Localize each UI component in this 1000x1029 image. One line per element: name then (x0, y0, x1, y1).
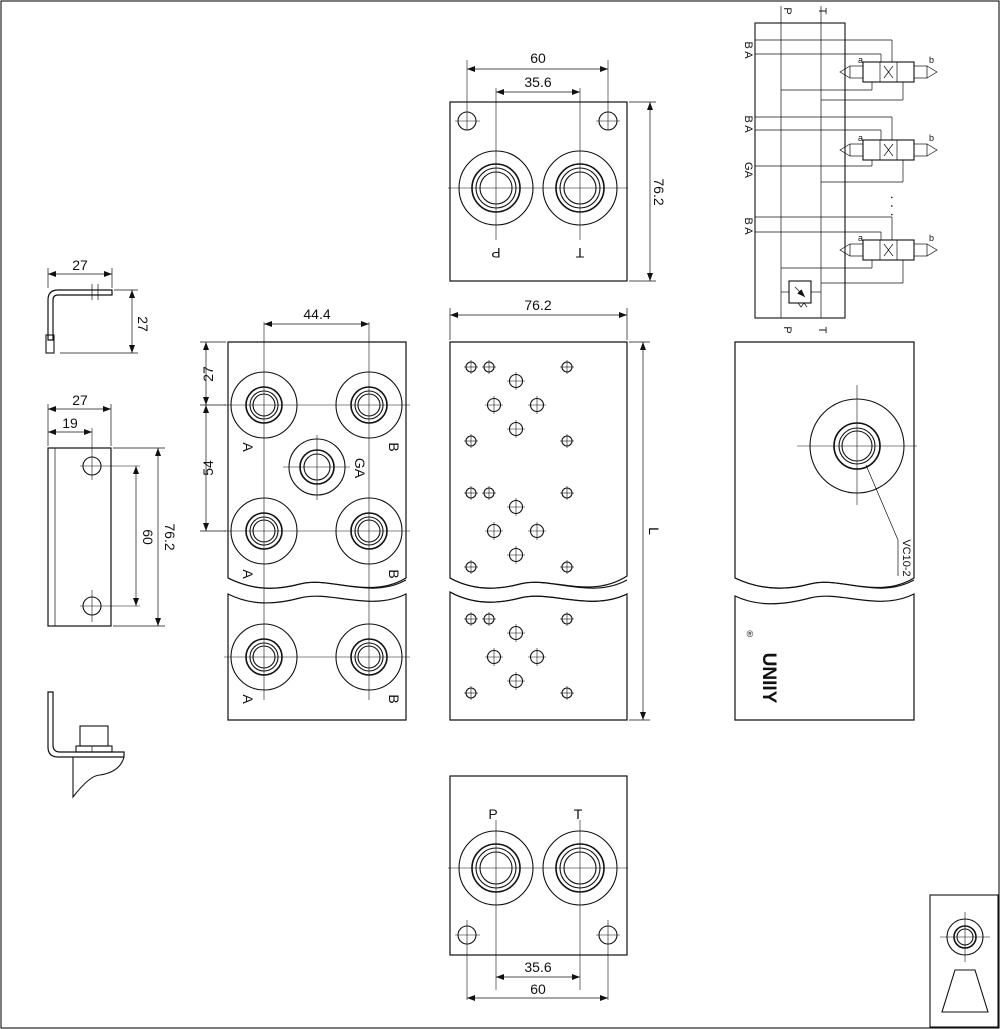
dim-bottom-pitch: 35.6 (524, 959, 551, 975)
bracket-side-view: 27 27 (45, 257, 151, 354)
schem-sol-a-1: a (858, 55, 863, 65)
top-port-p-label: P (491, 245, 500, 261)
schem-sol-a-2: a (858, 133, 863, 143)
bottom-port-p-label: P (488, 806, 497, 822)
port-b-label-3: B (386, 694, 402, 703)
dim-front-length: L (646, 527, 662, 535)
schem-ba-1: B A (742, 41, 754, 59)
dim-side-pitch: 44.4 (303, 306, 330, 322)
dim-top-pitch: 35.6 (524, 74, 551, 90)
schem-sol-a-3: a (858, 233, 863, 243)
bottom-port-t-label: T (574, 806, 583, 822)
bracket-plate-view: 27 19 60 76.2 (47, 392, 178, 627)
schem-p-top: P (781, 7, 793, 14)
valve-callout: VC10-2 (900, 539, 912, 576)
schem-sol-b-1: b (929, 55, 934, 65)
port-ga-label: GA (352, 458, 368, 479)
port-a-label-3: A (240, 694, 256, 704)
station-pattern-3 (464, 612, 574, 700)
top-end-view: P T 60 35.6 76.2 (448, 50, 667, 282)
schem-sol-b-3: b (929, 233, 934, 243)
symbol-legend (929, 894, 999, 1028)
station-pattern-2 (464, 486, 574, 574)
schem-sol-b-2: b (929, 133, 934, 143)
bracket-mounted-detail (47, 691, 125, 799)
schem-more-stations: · · · (885, 195, 901, 217)
schem-ba-2: B A (742, 115, 754, 133)
hydraulic-schematic: P T P T B A a b B A GA (742, 6, 938, 334)
port-b-label-1: B (386, 442, 402, 451)
dim-plate-height: 76.2 (162, 523, 178, 550)
dim-front-width: 76.2 (524, 297, 551, 313)
top-port-t-label: T (575, 245, 584, 261)
dim-side-station: 54 (200, 460, 216, 476)
dim-bracket-width: 27 (72, 257, 88, 273)
bottom-end-view: P T 35.6 60 (448, 775, 628, 1001)
port-a-label-1: A (240, 442, 256, 452)
schem-t-top: T (816, 8, 828, 15)
dim-bottom-width: 60 (530, 981, 546, 997)
port-a-label-2: A (240, 569, 256, 579)
schem-t-bottom: T (816, 327, 828, 334)
dim-top-width: 60 (530, 50, 546, 66)
relief-valve-view: VC10-2 UNIIY ® (734, 341, 917, 721)
schem-ba-3: B A (742, 217, 754, 235)
schem-p-bottom: P (781, 326, 793, 333)
dim-top-height: 76.2 (651, 178, 667, 205)
brand-logo-text: UNIIY (758, 653, 779, 704)
dim-bracket-height: 27 (135, 316, 151, 332)
station-pattern-1 (464, 360, 574, 448)
dim-plate-offset: 19 (62, 415, 78, 431)
port-b-label-2: B (386, 569, 402, 578)
dim-side-top: 27 (200, 366, 216, 382)
side-view: A B GA A B A B 44.4 27 54 (200, 306, 410, 721)
dim-plate-pitch: 60 (140, 529, 156, 545)
front-view: 76.2 L (449, 297, 662, 721)
brand-registered-mark: ® (747, 629, 754, 639)
dim-plate-width: 27 (72, 392, 88, 408)
schem-ga: GA (742, 162, 754, 179)
